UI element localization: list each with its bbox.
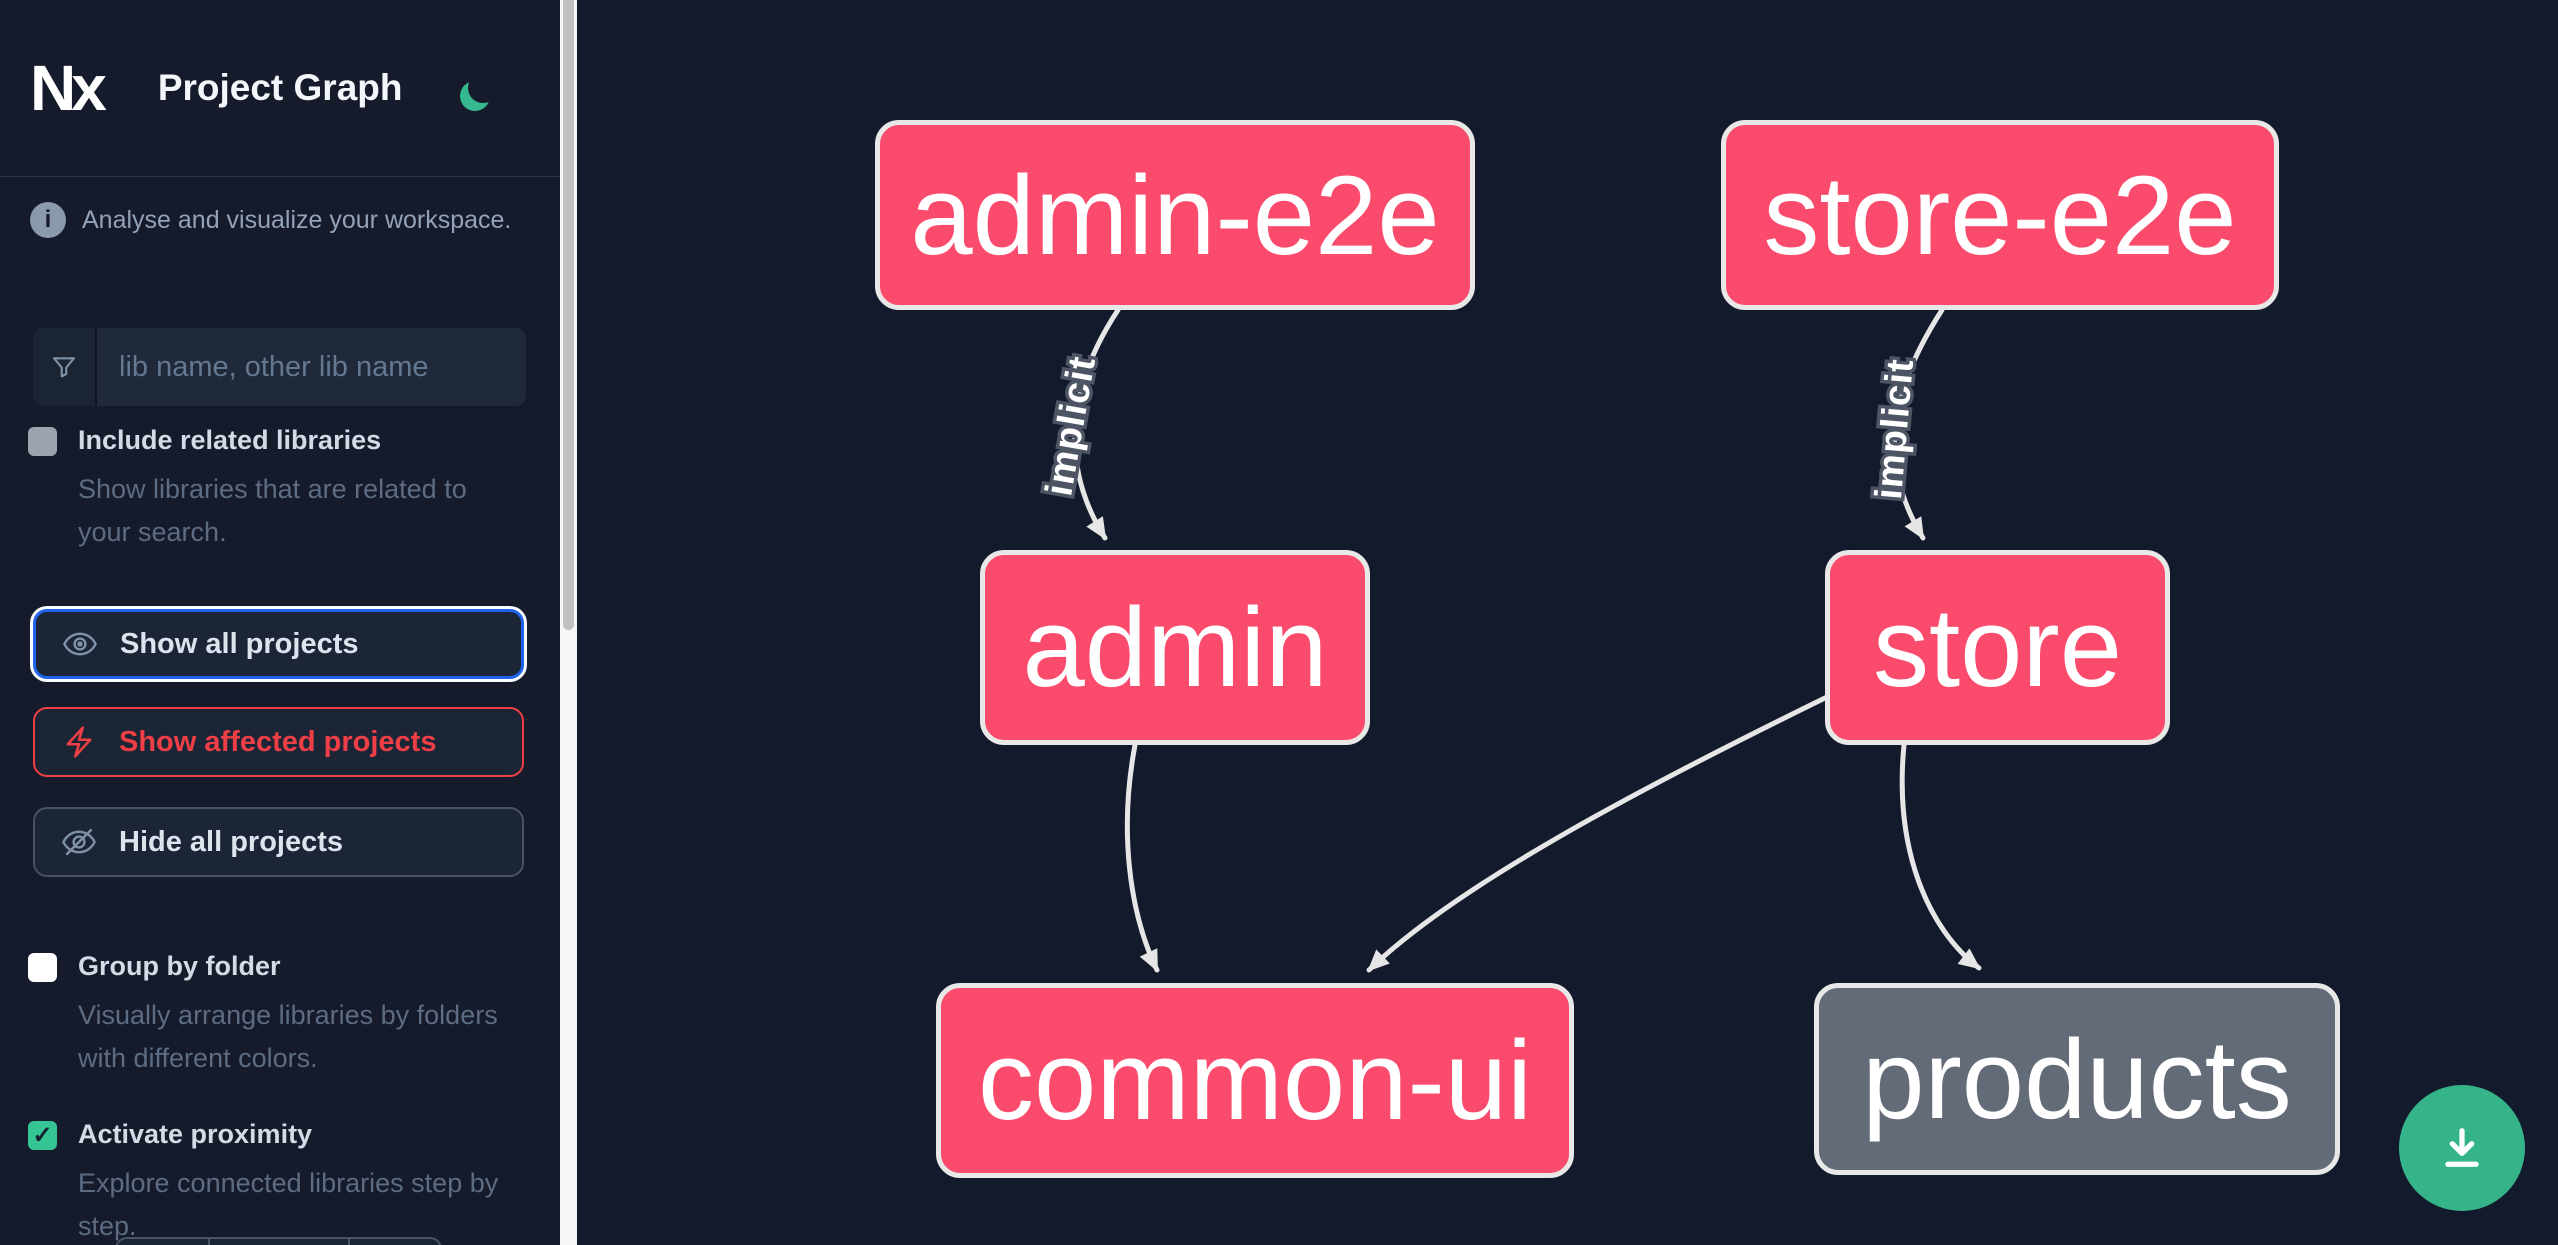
workspace-tagline-row: i Analyse and visualize your workspace. [30,202,511,238]
hide-all-projects-button[interactable]: Hide all projects [33,807,524,877]
eye-icon [62,626,98,662]
checkbox-description: Visually arrange libraries by folders wi… [78,1000,498,1073]
page-title: Project Graph [157,67,403,108]
activate-proximity-checkbox-row: ✓ Activate proximity Explore connected l… [28,1119,508,1245]
node-admin-e2e[interactable]: admin-e2e [875,120,1475,310]
filter-icon [33,328,97,406]
sidebar: Nx Project Graph i Analyse and visualize… [0,0,560,1245]
node-admin[interactable]: admin [980,550,1370,745]
node-store-e2e[interactable]: store-e2e [1721,120,2279,310]
edge-store-common-ui [1366,694,1830,973]
edge-store-e2e-store [1891,307,1945,541]
edge-store-products [1899,742,1982,971]
checkbox-description: Explore connected libraries step by step… [78,1168,499,1241]
download-icon [2445,1128,2479,1167]
node-store[interactable]: store [1825,550,2170,745]
bolt-icon [61,724,97,760]
group-by-folder-checkbox[interactable] [28,953,57,982]
edge-label-implicit: implicit [1038,353,1104,499]
edge-admin-e2e-admin [1072,307,1121,541]
graph-canvas[interactable]: implicit implicit admin-e2e store-e2e ad… [577,0,2558,1245]
button-label: Show all projects [120,627,359,660]
nx-logo: Nx [30,52,107,124]
workspace-tagline: Analyse and visualize your workspace. [82,205,512,234]
button-label: Show affected projects [119,725,437,758]
info-icon: i [30,202,66,238]
sidebar-header: Nx Project Graph [0,0,560,177]
edge-admin-common-ui [1124,742,1160,973]
scrollbar-thumb[interactable] [563,0,574,630]
checkbox-label: Include related libraries [78,425,382,455]
activate-proximity-checkbox[interactable]: ✓ [28,1121,57,1150]
checkbox-description: Show libraries that are related to your … [78,474,467,547]
show-all-projects-button[interactable]: Show all projects [33,609,524,679]
include-related-checkbox[interactable] [28,427,57,456]
sidebar-scrollbar[interactable] [560,0,577,1245]
search-bar [33,328,526,406]
dark-mode-moon-icon[interactable] [466,71,500,105]
button-label: Hide all projects [119,825,344,858]
graph-edges-layer: implicit implicit [1035,307,1982,973]
group-by-folder-checkbox-row: Group by folder Visually arrange librari… [28,951,508,1080]
node-products[interactable]: products [1814,983,2340,1175]
node-common-ui[interactable]: common-ui [936,983,1574,1178]
checkbox-label: Activate proximity [78,1119,313,1149]
edge-label-implicit: implicit [1868,357,1922,501]
search-input[interactable] [97,328,526,406]
show-affected-projects-button[interactable]: Show affected projects [33,707,524,777]
download-graph-button[interactable] [2399,1085,2525,1211]
proximity-stepper-partial[interactable] [115,1237,442,1245]
include-related-checkbox-row: Include related libraries Show libraries… [28,425,508,554]
checkbox-label: Group by folder [78,951,281,981]
eye-off-icon [61,824,97,860]
